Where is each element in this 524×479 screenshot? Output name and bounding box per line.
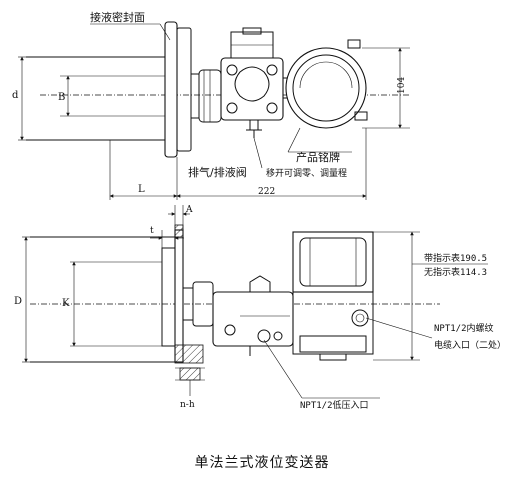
label-seal-face: 接液密封面 — [90, 10, 145, 24]
label-conduit-entry: 电缆入口（二处） — [434, 339, 506, 351]
label-without-indicator: 无指示表114.3 — [424, 266, 487, 278]
dim-D: D — [14, 296, 22, 307]
label-with-indicator: 带指示表190.5 — [424, 252, 487, 264]
dim-A: A — [185, 205, 193, 215]
dim-d: d — [12, 90, 19, 101]
label-low-pressure-port: NPT1/2低压入口 — [300, 399, 369, 411]
label-conduit-thread: NPT1/2内螺纹 — [434, 322, 494, 334]
dim-K: K — [62, 298, 70, 309]
label-vent-drain: 排气/排液阀 — [188, 165, 247, 179]
label-nameplate-note: 移开可调零、调量程 — [266, 167, 347, 179]
dim-n-h: n-h — [180, 400, 195, 410]
dim-t: t — [150, 226, 154, 236]
label-nameplate: 产品铭牌 — [296, 150, 340, 164]
dim-L: L — [138, 184, 145, 195]
diagram-title: 单法兰式液位变送器 — [194, 455, 330, 471]
dim-B: B — [58, 92, 65, 103]
bottom-view: 带指示表190.5 无指示表114.3 NPT1/2内螺纹 电缆入口（二处） N… — [14, 205, 506, 411]
dim-104: 104 — [397, 77, 407, 94]
top-view: 104 d B L 222 接液密封面 产品铭牌 移开可调零、调量程 排气/排液… — [12, 10, 410, 200]
dim-222: 222 — [258, 187, 275, 197]
